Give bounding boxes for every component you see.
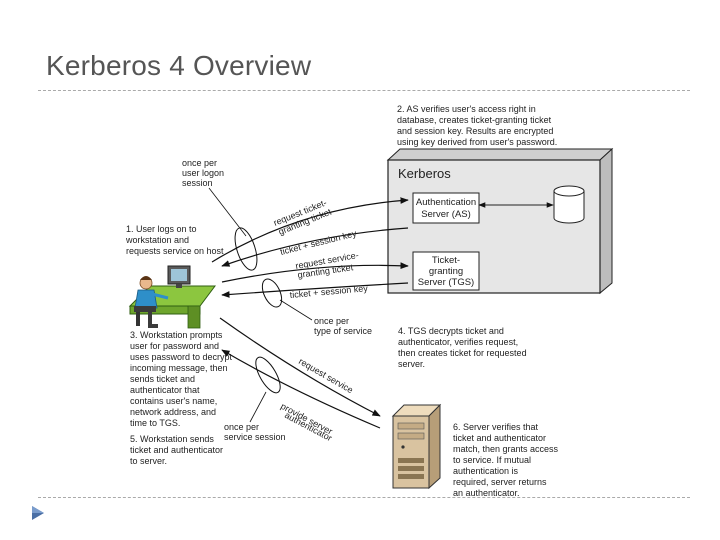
- once-per-service-session-loop: [255, 356, 281, 394]
- svg-text:1. User logs on to: 1. User logs on to: [126, 224, 197, 234]
- server-tower-icon: [391, 403, 442, 490]
- svg-text:incoming message, then: incoming message, then: [130, 363, 228, 373]
- step2-text: 2. AS verifies user's access right in da…: [397, 104, 557, 147]
- arrow-ticket-session-key-2: [221, 282, 409, 298]
- once-logon-line: user logon: [182, 168, 224, 178]
- once-per-service-type-leader: [279, 299, 313, 321]
- arrow-request-service-granting-ticket: [221, 262, 409, 283]
- svg-text:2. AS verifies user's access r: 2. AS verifies user's access right in: [397, 104, 536, 114]
- once-logon-line: once per: [182, 158, 217, 168]
- svg-text:ticket and authenticator: ticket and authenticator: [453, 433, 546, 443]
- svg-text:database, creates ticket-grant: database, creates ticket-granting ticket: [397, 115, 552, 125]
- step1-text: 1. User logs on to workstation and reque…: [125, 224, 224, 256]
- svg-text:server.: server.: [398, 359, 425, 369]
- once-service-type-line: type of service: [314, 326, 372, 336]
- svg-text:6. Server verifies that: 6. Server verifies that: [453, 422, 539, 432]
- ticket-granting-server: Ticket- granting Server (TGS): [412, 251, 480, 291]
- svg-text:match, then grants access: match, then grants access: [453, 444, 559, 454]
- slide-bullet-icon: [32, 506, 44, 520]
- svg-text:authenticator that: authenticator that: [130, 385, 200, 395]
- svg-text:authenticator, verifies reques: authenticator, verifies request,: [398, 337, 518, 347]
- svg-text:requests service on host: requests service on host: [126, 246, 224, 256]
- as-label-line: Server (AS): [421, 209, 471, 220]
- tgs-label-line: Server (TGS): [418, 277, 474, 288]
- arrow-provide-server-authenticator: [221, 349, 381, 429]
- svg-text:to server.: to server.: [130, 456, 167, 466]
- once-logon-line: session: [182, 178, 213, 188]
- svg-text:user for password and: user for password and: [130, 341, 219, 351]
- as-label-line: Authentication: [416, 197, 476, 208]
- once-service-session-line: service session: [224, 432, 286, 442]
- workstation-user-icon: [128, 265, 216, 329]
- svg-text:3. Workstation prompts: 3. Workstation prompts: [130, 330, 223, 340]
- arrow-label-ticket-session-key-2: ticket + session key: [289, 283, 368, 300]
- arrow-ticket-session-key-1: [221, 227, 409, 267]
- svg-text:5. Workstation sends: 5. Workstation sends: [130, 434, 214, 444]
- svg-text:required, server returns: required, server returns: [453, 477, 547, 487]
- svg-text:and session key. Results are e: and session key. Results are encrypted: [397, 126, 553, 136]
- svg-text:4. TGS decrypts ticket and: 4. TGS decrypts ticket and: [398, 326, 504, 336]
- svg-text:uses password to decrypt: uses password to decrypt: [130, 352, 233, 362]
- step4-text: 4. TGS decrypts ticket and authenticator…: [398, 326, 527, 369]
- arrow-request-tgt: [211, 197, 409, 263]
- svg-text:to service. If mutual: to service. If mutual: [453, 455, 531, 465]
- once-service-session-line: once per: [224, 422, 259, 432]
- once-per-service-session-leader: [249, 391, 267, 423]
- step6-text: 6. Server verifies that ticket and authe…: [453, 422, 559, 498]
- arrow-label-request-service: request service: [297, 356, 355, 395]
- tgs-label-line: Ticket-: [432, 255, 460, 266]
- step5-text: 5. Workstation sends ticket and authenti…: [130, 434, 223, 466]
- svg-text:workstation and: workstation and: [125, 235, 189, 245]
- kerberos-box-title: Kerberos: [398, 166, 451, 181]
- step3-text: 3. Workstation prompts user for password…: [130, 330, 233, 428]
- svg-text:an authenticator.: an authenticator.: [453, 488, 520, 498]
- once-per-logon-leader: [208, 187, 247, 237]
- once-per-logon-loop: [234, 227, 258, 271]
- title-divider: [38, 90, 690, 91]
- svg-text:network address, and: network address, and: [130, 407, 216, 417]
- database-icon: [553, 185, 585, 224]
- svg-text:sends ticket and: sends ticket and: [130, 374, 195, 384]
- svg-text:using key derived from user's: using key derived from user's password.: [397, 137, 557, 147]
- once-per-service-type-loop: [261, 278, 283, 308]
- slide-title: Kerberos 4 Overview: [46, 50, 312, 81]
- svg-text:contains user's name,: contains user's name,: [130, 396, 217, 406]
- authentication-server: Authentication Server (AS): [412, 192, 480, 224]
- svg-text:then creates ticket for reques: then creates ticket for requested: [398, 348, 527, 358]
- svg-text:authentication is: authentication is: [453, 466, 519, 476]
- svg-text:ticket and authenticator: ticket and authenticator: [130, 445, 223, 455]
- svg-text:time to TGS.: time to TGS.: [130, 418, 180, 428]
- once-service-type-line: once per: [314, 316, 349, 326]
- footer-divider: [38, 497, 690, 498]
- tgs-label-line: granting: [429, 266, 463, 277]
- arrow-request-service: [219, 317, 381, 417]
